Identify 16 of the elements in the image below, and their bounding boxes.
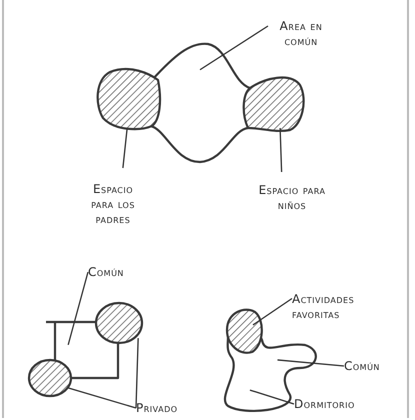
leader-line bbox=[122, 128, 128, 168]
callout-label: Común bbox=[344, 356, 404, 376]
callout-label: Espacio para los padres bbox=[80, 168, 146, 240]
leader-line bbox=[252, 298, 292, 326]
callout-label: Espacio para niños bbox=[252, 172, 332, 224]
callout-label: Dormitorio bbox=[294, 394, 384, 414]
leader-line bbox=[68, 387, 136, 409]
leader-line bbox=[68, 272, 89, 346]
leader-line bbox=[277, 359, 344, 367]
leader-line bbox=[135, 338, 139, 408]
callout-label: Area en común bbox=[268, 14, 334, 54]
callout-label: Actividades favoritas bbox=[292, 290, 384, 324]
callout-label: Privado bbox=[136, 398, 206, 418]
callout-label: Común bbox=[88, 262, 143, 282]
leader-line bbox=[200, 25, 268, 70]
leader-line bbox=[279, 128, 282, 172]
